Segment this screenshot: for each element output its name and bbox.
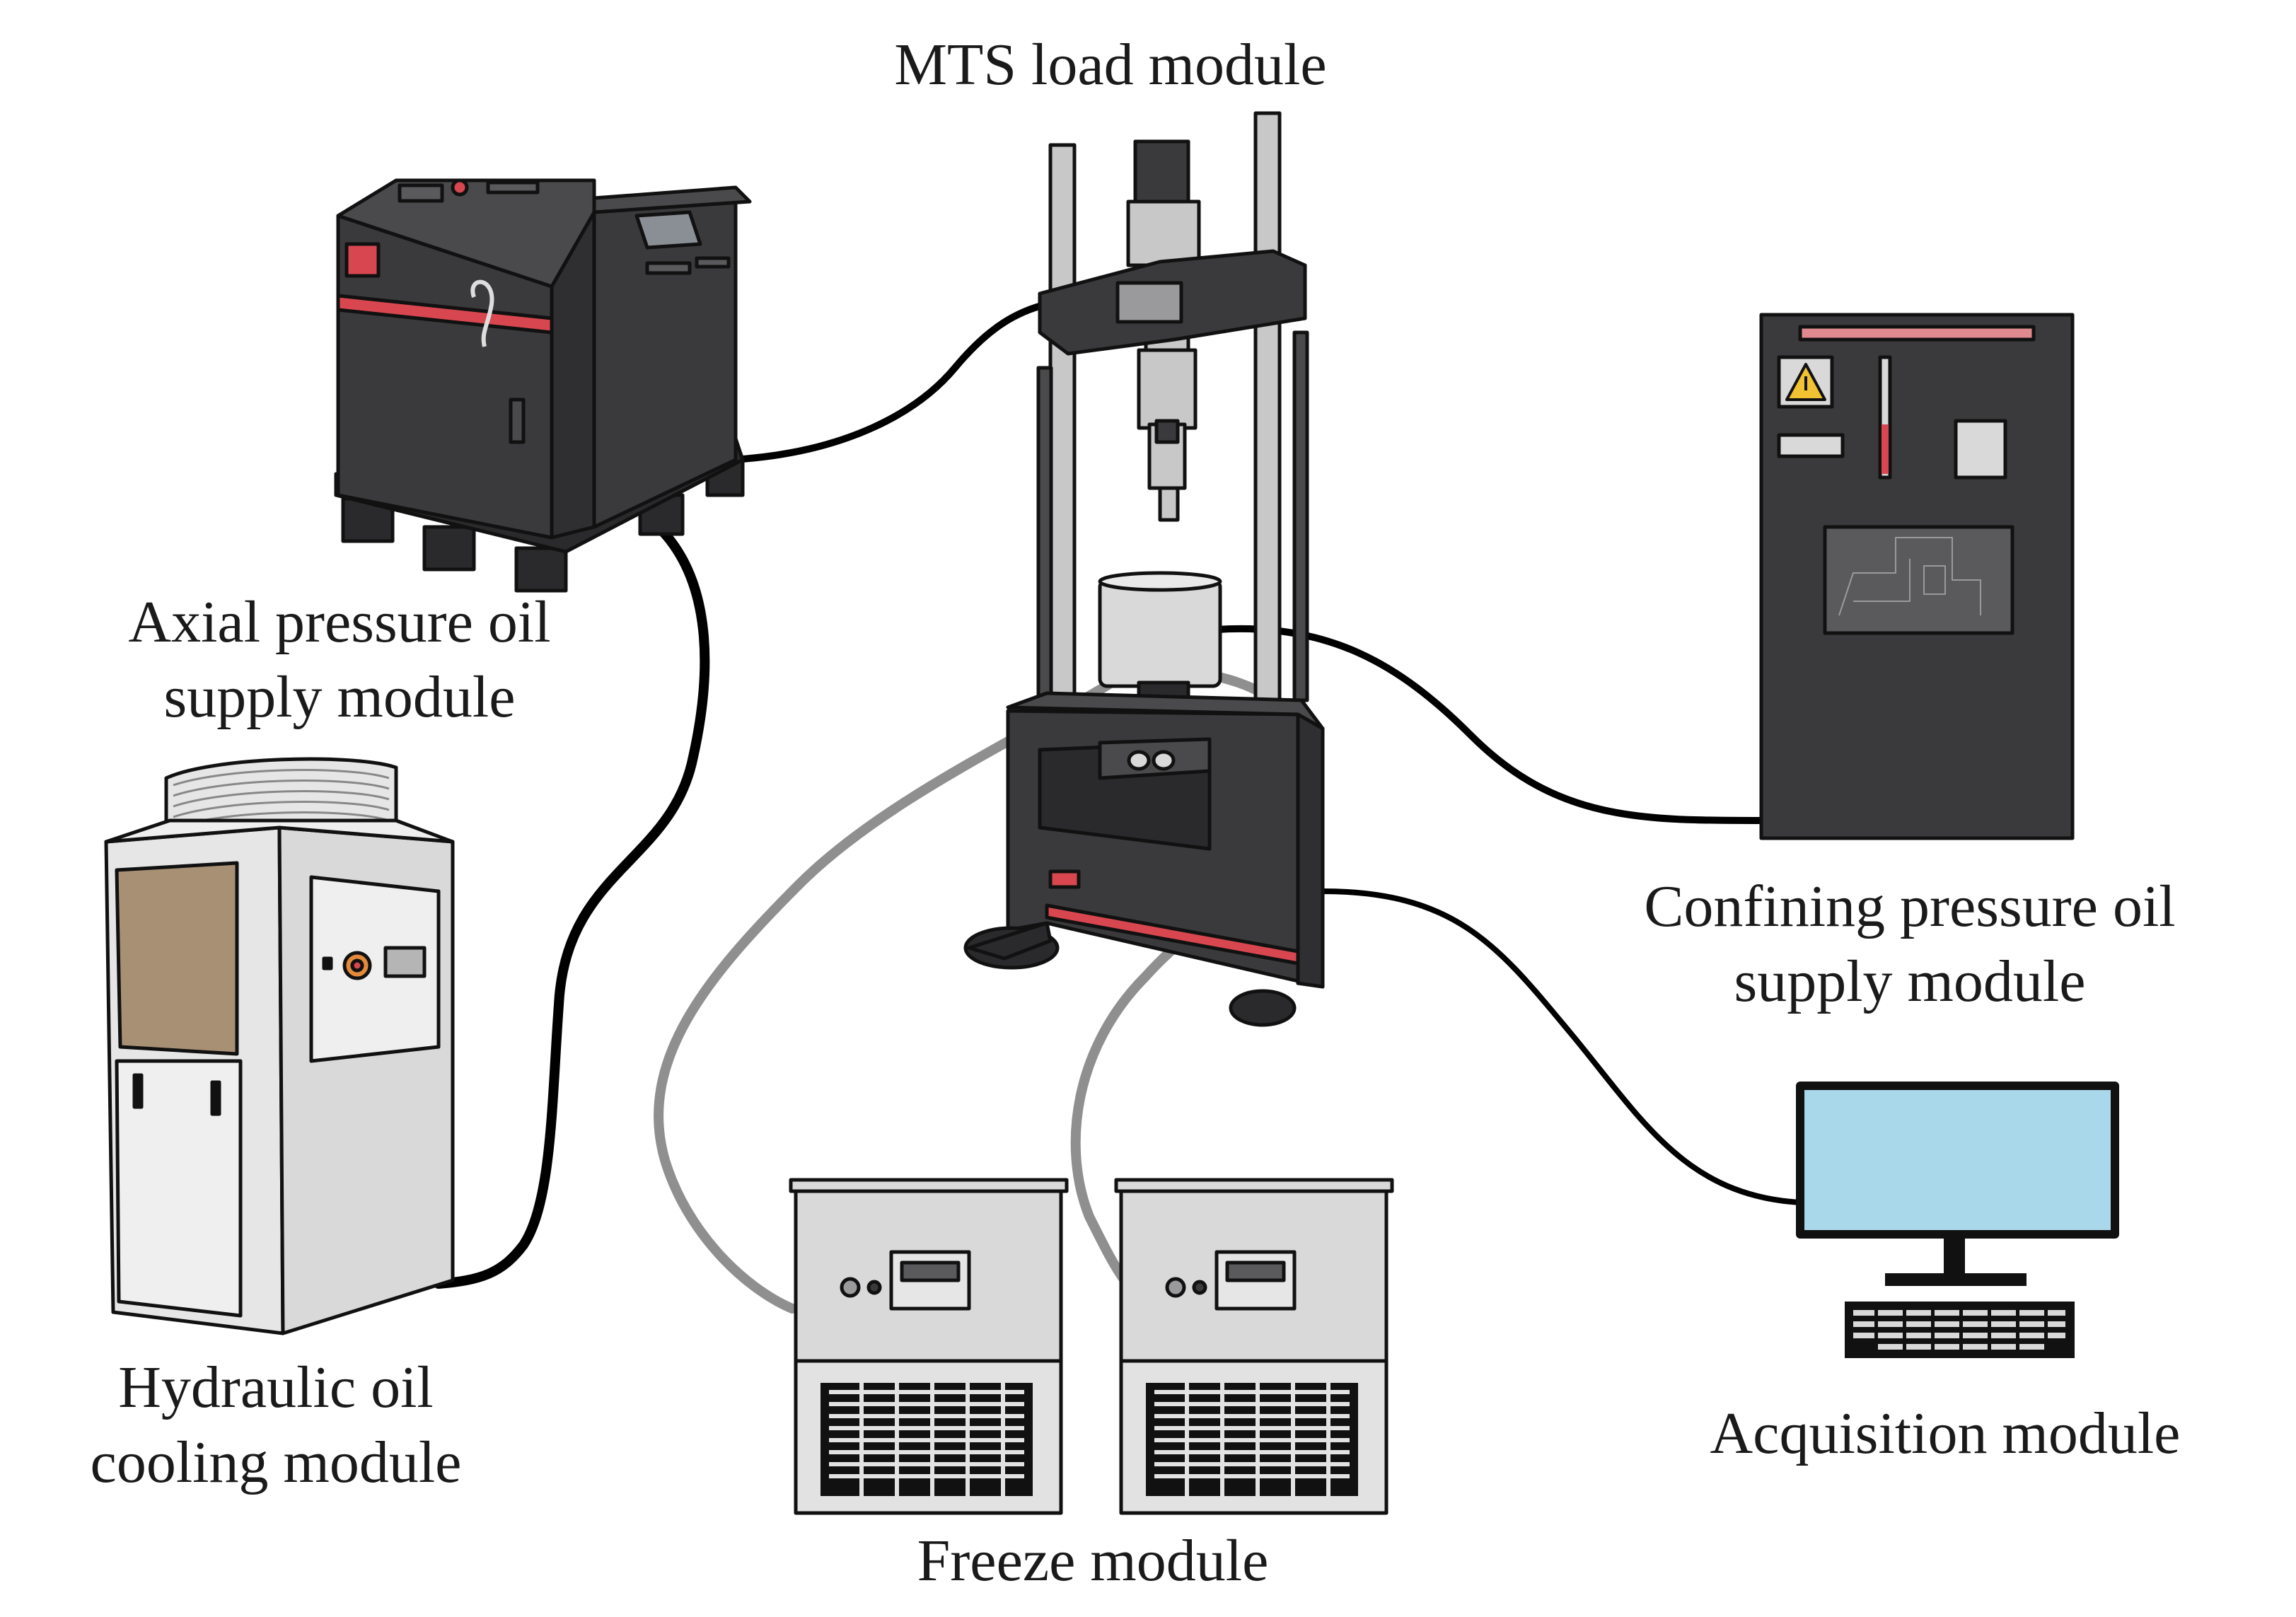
mts-load-module-label: MTS load module (894, 32, 1327, 98)
axial-to-mts-cable (729, 301, 1050, 463)
freeze-hose-left (654, 674, 1123, 1314)
acquisition-computer (1796, 1082, 2119, 1358)
mts-load-frame (963, 111, 1325, 1027)
connections (434, 301, 1803, 1314)
mts-to-acquisition-cable (1320, 888, 1803, 1205)
freeze-unit-left-vent (821, 1383, 1033, 1496)
freeze-module-label: Freeze module (917, 1528, 1269, 1594)
confining-pressure-unit (1759, 313, 2075, 840)
axial-pressure-label-line1: Axial pressure oil (128, 589, 551, 655)
hydraulic-cooling-label-line2: cooling module (90, 1430, 462, 1495)
hydraulic-cooling-label-line1: Hydraulic oil (118, 1355, 434, 1420)
monitor-icon (1796, 1082, 2119, 1239)
axial-pressure-label-line2: supply module (163, 664, 516, 730)
acquisition-module-label: Acquisition module (1710, 1401, 2181, 1466)
mts-to-confining-cable (1213, 625, 1765, 824)
freeze-unit-right-vent (1146, 1383, 1358, 1496)
hydraulic-cooling-unit (104, 757, 455, 1335)
confining-pressure-label-line2: supply module (1734, 949, 2086, 1014)
axial-to-cooler-cable (434, 515, 710, 1289)
confining-pressure-label-line1: Confining pressure oil (1644, 874, 2176, 939)
axial-pressure-unit (334, 178, 752, 593)
